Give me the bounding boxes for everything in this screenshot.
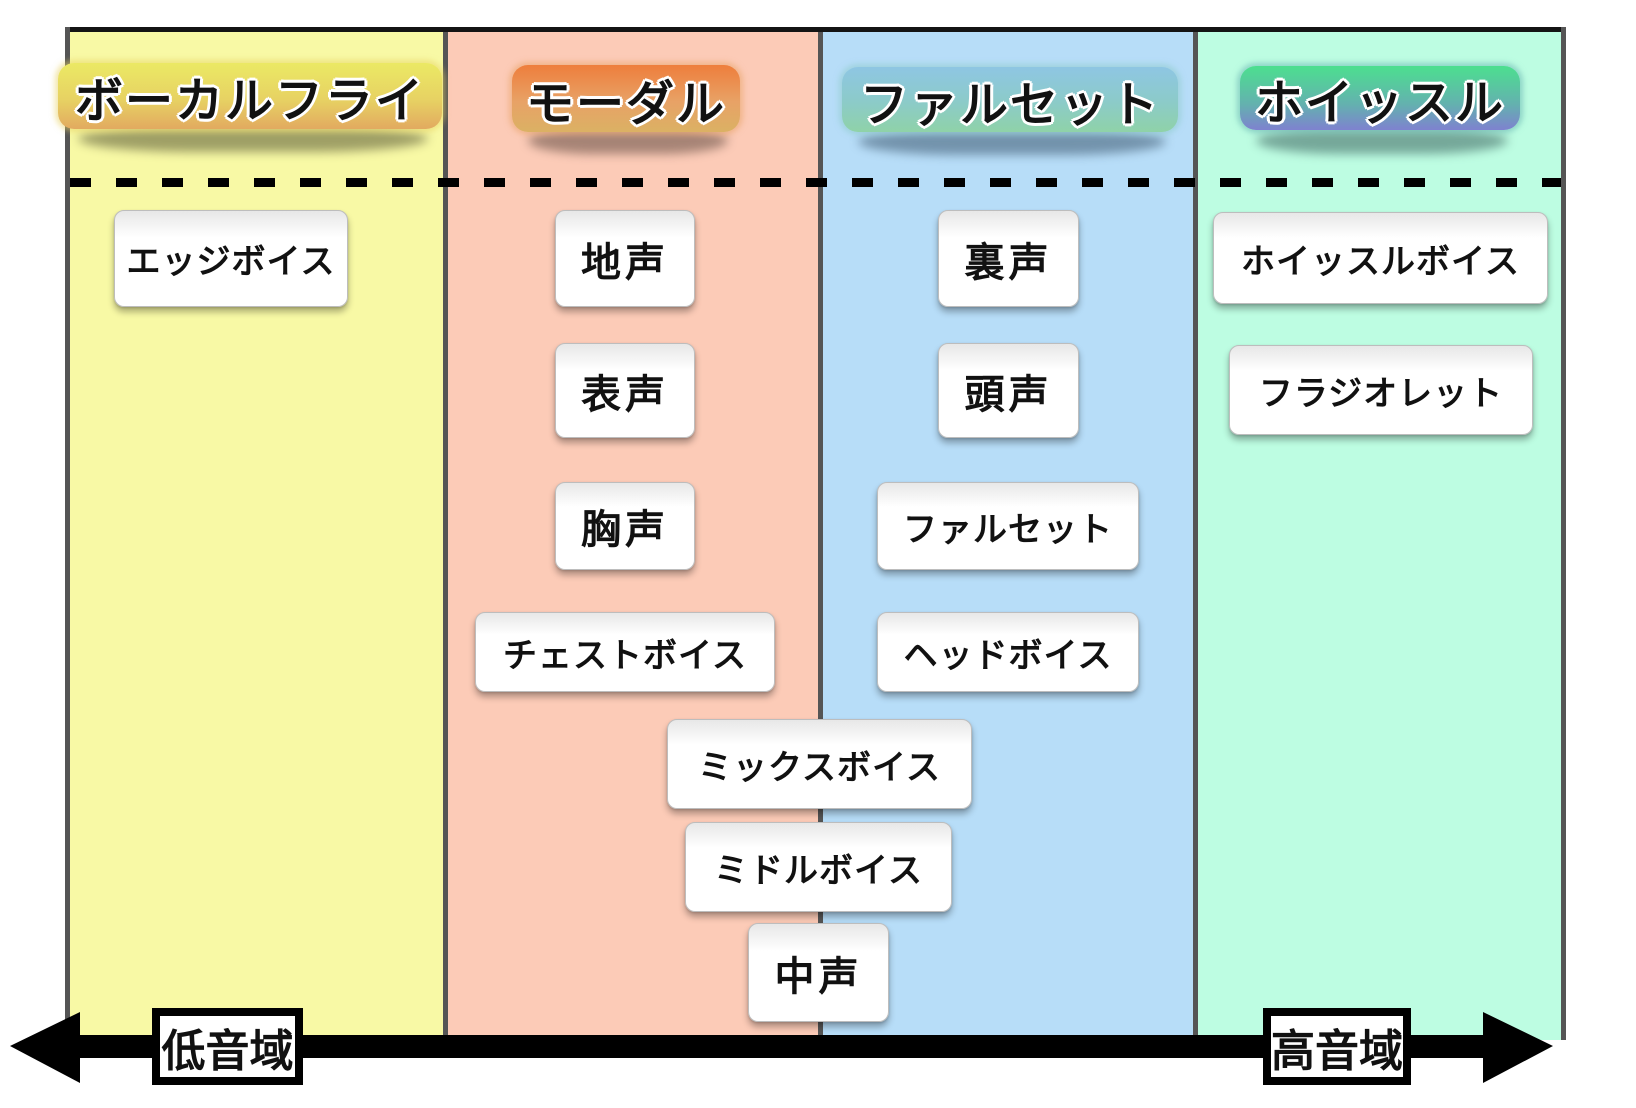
column-divider — [1193, 32, 1198, 1040]
chart-border-right — [1561, 27, 1566, 1040]
box-atamagoe: 頭声 — [938, 343, 1079, 438]
box-chest-voice: チェストボイス — [475, 612, 775, 692]
brush-shadow — [1256, 130, 1508, 154]
header-whistle: ホイッスル — [1240, 66, 1520, 131]
brush-shadow — [528, 130, 728, 154]
header-label: モーダル — [525, 75, 726, 132]
box-flageolet: フラジオレット — [1229, 345, 1533, 435]
box-middle-voice: ミドルボイス — [685, 822, 952, 912]
column-vocal-fry — [70, 32, 443, 1040]
box-munagoe: 胸声 — [555, 482, 695, 570]
box-head-voice: ヘッドボイス — [877, 612, 1139, 692]
box-jigoe: 地声 — [555, 210, 695, 307]
box-whistle-voice: ホイッスルボイス — [1213, 212, 1548, 304]
column-whistle — [1198, 32, 1561, 1040]
box-falsetto: ファルセット — [877, 482, 1139, 570]
brush-shadow — [858, 131, 1166, 155]
header-label: ファルセット — [859, 76, 1160, 133]
header-label: ボーカルフライ — [74, 73, 425, 129]
pitch-axis-arrow — [10, 1012, 1553, 1083]
high-range-label: 高音域 — [1263, 1008, 1411, 1085]
header-vocal-fry: ボーカルフライ — [58, 63, 442, 129]
dashed-divider-line — [70, 178, 1561, 187]
header-label: ホイッスル — [1254, 75, 1505, 131]
header-modal: モーダル — [512, 65, 740, 132]
column-divider — [818, 32, 823, 1040]
chart-border-top — [65, 27, 1566, 32]
brush-shadow — [78, 128, 428, 152]
arrow-shape — [10, 1012, 1553, 1083]
box-mix-voice: ミックスボイス — [667, 719, 972, 809]
box-nakagoe: 中声 — [748, 923, 889, 1022]
box-edge-voice: エッジボイス — [114, 210, 348, 307]
box-omotegoe: 表声 — [555, 343, 695, 438]
column-divider — [443, 32, 448, 1040]
low-range-label: 低音域 — [152, 1008, 303, 1085]
chart-border-left — [65, 27, 70, 1040]
box-uragoe: 裏声 — [938, 210, 1079, 307]
header-falsetto: ファルセット — [842, 67, 1178, 133]
